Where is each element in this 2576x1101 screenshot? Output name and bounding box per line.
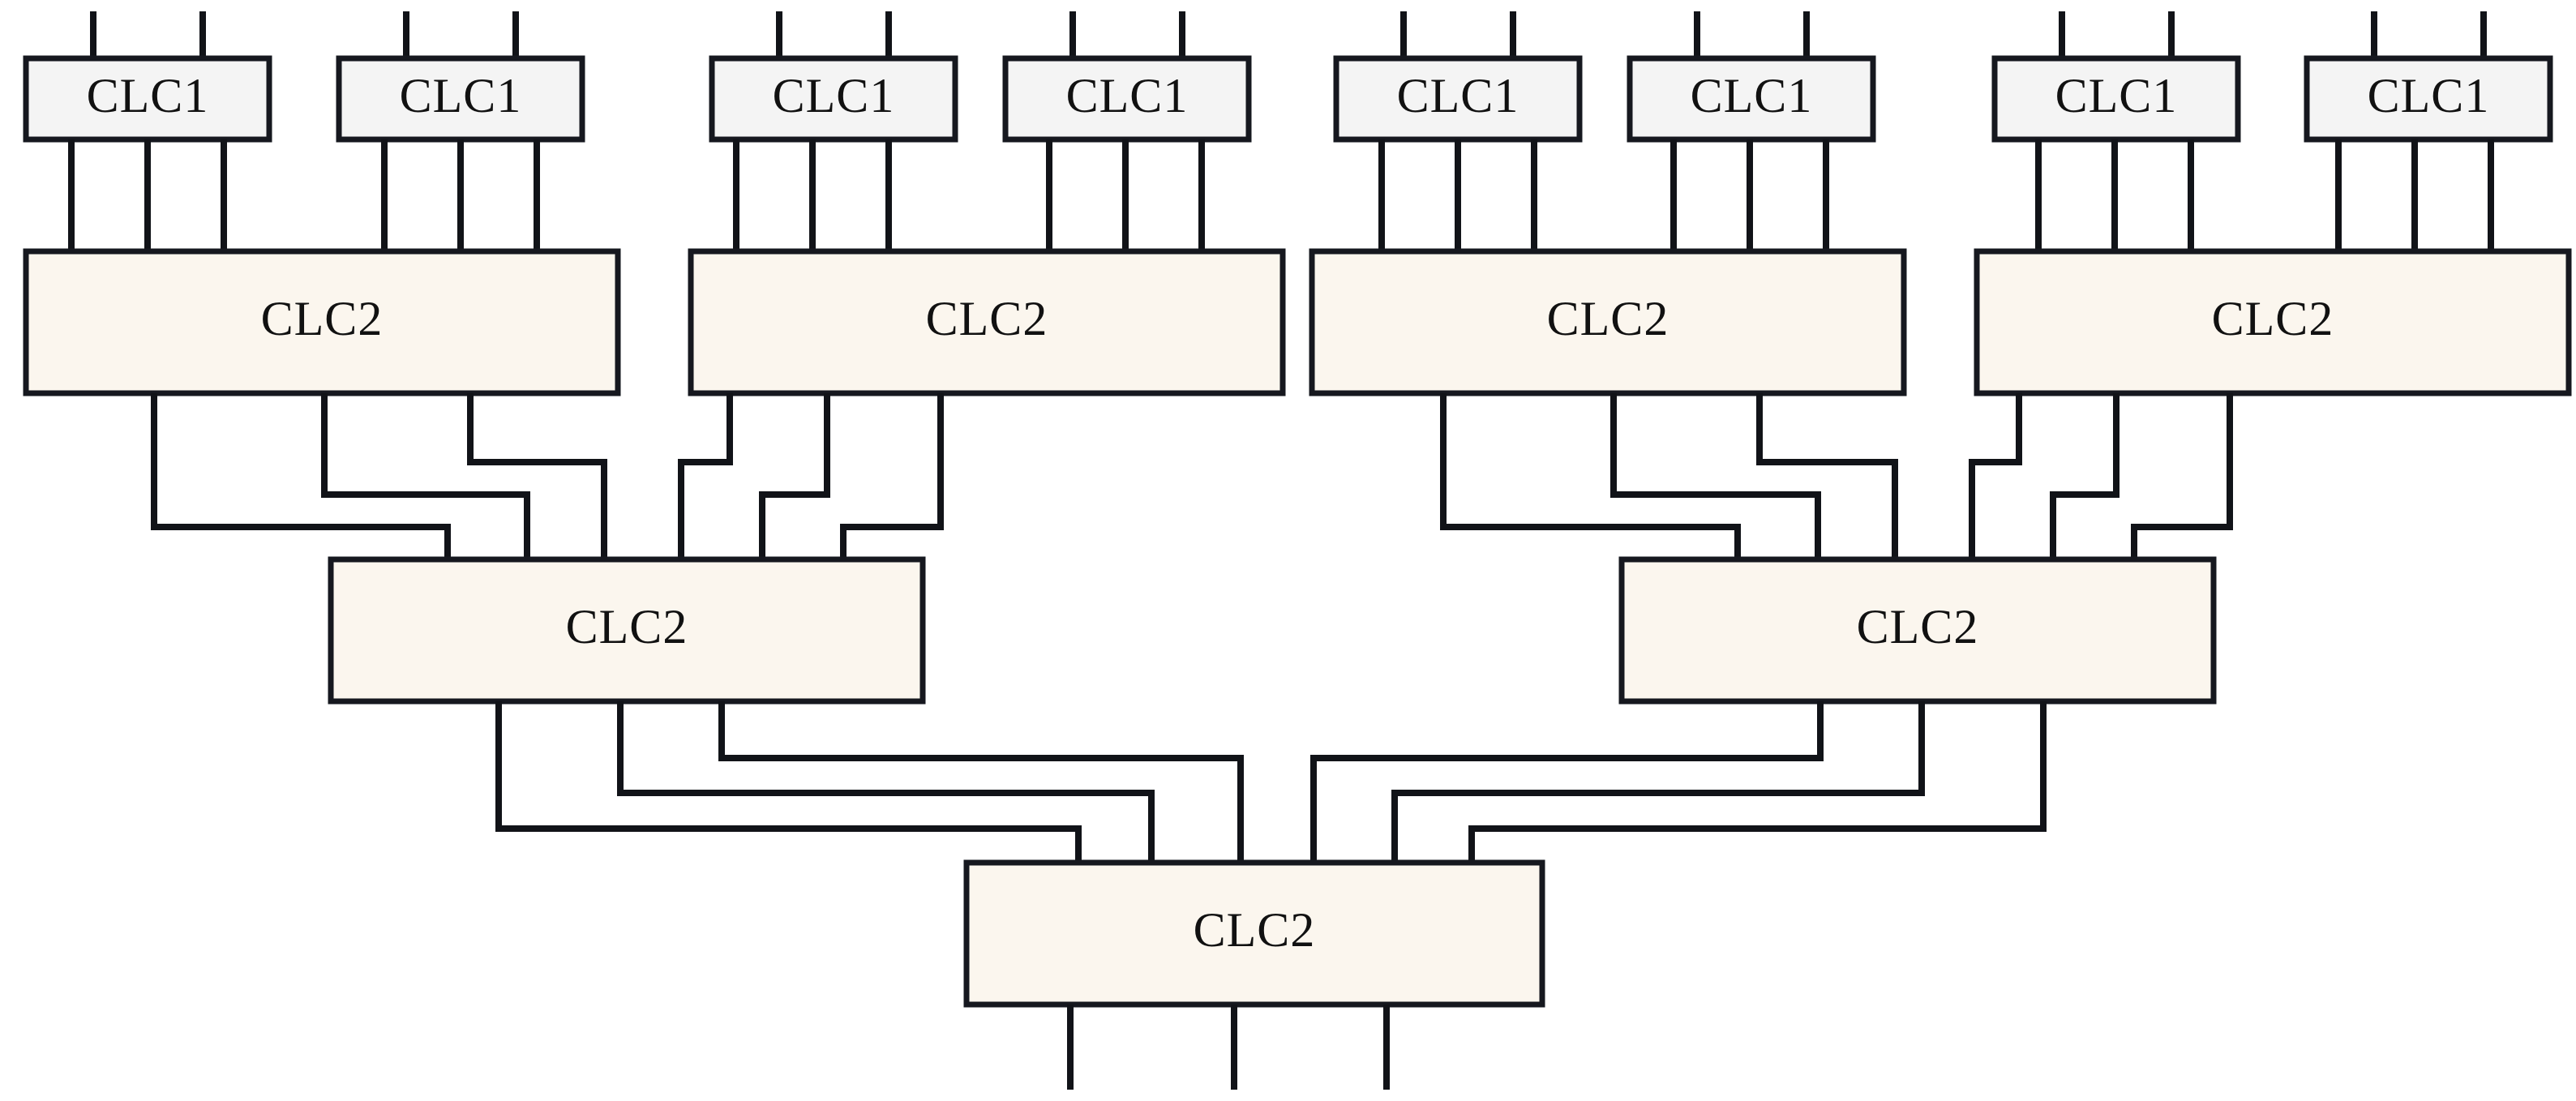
block-clc1-6[interactable]: CLC1 — [1627, 11, 1876, 251]
block-label: CLC1 — [1066, 69, 1189, 122]
wire-segment — [1969, 393, 2022, 559]
level-0-clc1-group: CLC1 CLC1 CLC1 — [23, 11, 2553, 251]
block-clc1-1[interactable]: CLC1 — [23, 11, 272, 251]
block-clc2-g[interactable]: CLC2 — [963, 859, 1545, 1090]
wire-segment — [151, 393, 451, 559]
wire-segment — [495, 701, 1082, 863]
block-body — [709, 55, 958, 143]
wire-segment — [1310, 701, 1824, 863]
wire-segment — [1391, 701, 1925, 863]
level-3-clc2-group: CLC2 — [963, 859, 1545, 1090]
block-label: CLC1 — [1397, 69, 1519, 122]
block-label: CLC2 — [1547, 292, 1669, 345]
block-body — [23, 55, 272, 143]
wire-segment — [321, 393, 530, 559]
block-body — [1991, 55, 2241, 143]
wire-segment — [718, 701, 1244, 863]
block-body — [23, 248, 621, 396]
level-1-clc2-group: CLC2 CLC2 CLC2 CLC2 — [23, 248, 2572, 396]
block-body — [2304, 55, 2553, 143]
block-clc1-5[interactable]: CLC1 — [1333, 11, 1583, 251]
block-label: CLC2 — [2212, 292, 2334, 345]
block-label: CLC1 — [773, 69, 895, 122]
wire-segment — [1468, 701, 2047, 863]
block-body — [1002, 55, 1252, 143]
block-label: CLC2 — [1857, 600, 1979, 653]
block-label: CLC2 — [261, 292, 384, 345]
block-label: CLC1 — [400, 69, 522, 122]
block-label: CLC2 — [1194, 903, 1316, 957]
wire-segment — [617, 701, 1155, 863]
block-clc2-f[interactable]: CLC2 — [1618, 556, 2217, 705]
block-clc1-8[interactable]: CLC1 — [2304, 11, 2553, 251]
block-clc1-4[interactable]: CLC1 — [1002, 11, 1252, 251]
block-body — [328, 556, 926, 705]
wire-segment — [2050, 393, 2120, 559]
block-clc2-d[interactable]: CLC2 — [1974, 248, 2572, 396]
block-body — [1618, 556, 2217, 705]
block-clc1-3[interactable]: CLC1 — [709, 11, 958, 251]
block-body — [1974, 248, 2572, 396]
level-2-clc2-group: CLC2 CLC2 — [328, 556, 2217, 705]
wire-segment — [840, 393, 944, 559]
block-clc1-7[interactable]: CLC1 — [1991, 11, 2241, 251]
wire-segment — [678, 393, 733, 559]
block-label: CLC1 — [2368, 69, 2490, 122]
block-label: CLC1 — [87, 69, 209, 122]
wire-segment — [759, 393, 830, 559]
wires-level1-to-level2-left — [151, 393, 944, 559]
block-label: CLC1 — [1691, 69, 1813, 122]
block-body — [1627, 55, 1876, 143]
block-clc2-b[interactable]: CLC2 — [688, 248, 1286, 396]
block-body — [336, 55, 585, 143]
block-label: CLC2 — [566, 600, 688, 653]
block-clc2-a[interactable]: CLC2 — [23, 248, 621, 396]
wire-segment — [1440, 393, 1741, 559]
wire-segment — [1756, 393, 1898, 559]
block-body — [1333, 55, 1583, 143]
wire-segment — [1610, 393, 1821, 559]
block-label: CLC1 — [2055, 69, 2178, 122]
block-label: CLC2 — [926, 292, 1048, 345]
block-body — [963, 859, 1545, 1008]
block-body — [688, 248, 1286, 396]
wire-segment — [467, 393, 607, 559]
block-clc2-e[interactable]: CLC2 — [328, 556, 926, 705]
wires-level2-to-level3 — [495, 701, 2047, 863]
block-clc1-2[interactable]: CLC1 — [336, 11, 585, 251]
block-body — [1309, 248, 1907, 396]
block-clc2-c[interactable]: CLC2 — [1309, 248, 1907, 396]
wires-level1-to-level2-right — [1440, 393, 2233, 559]
wire-segment — [2131, 393, 2233, 559]
